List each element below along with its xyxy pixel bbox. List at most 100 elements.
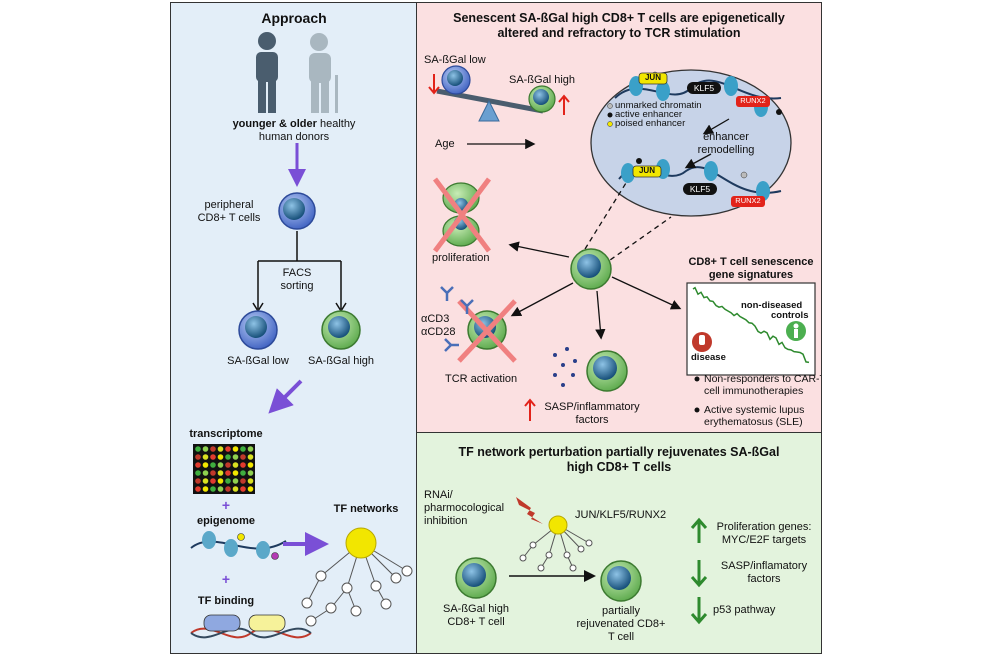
seesaw-low-label: SA-ßGal low (424, 54, 486, 66)
bullet (694, 407, 700, 413)
runx2-box (731, 196, 765, 207)
bullet2-text: Active systemic lupus (704, 404, 805, 416)
sa-bgal-low-cell (238, 310, 278, 350)
down-arrow-green (690, 560, 708, 588)
up-arrow-red (524, 398, 536, 421)
disease-icon (692, 332, 712, 352)
signatures-title: CD8+ T cell senescence (688, 256, 814, 268)
end-cell-label-line3: T cell (607, 631, 635, 643)
start-cell-label: SA-ßGal high (442, 603, 510, 615)
legend-active: active enhancer (615, 109, 683, 120)
sa-bgal-high-cell (321, 310, 361, 350)
rejuvenation-panel (417, 433, 821, 653)
facs-label-line2: sorting (280, 280, 314, 292)
facs-label: FACS (282, 267, 312, 279)
peripheral-cd8-cell (278, 192, 316, 230)
epigenome-chromatin-icon (190, 531, 287, 560)
rnai-label: RNAi/ (424, 489, 453, 501)
remodelling-label: enhancer (703, 131, 749, 143)
proliferation-label: proliferation (432, 252, 490, 264)
acd28-label: αCD28 (421, 326, 456, 338)
approach-title: Approach (261, 10, 327, 26)
sasp-label-line2: factors (575, 414, 609, 426)
prolif-genes-label: Proliferation genes: (716, 521, 812, 533)
nondiseased-label: non-diseased (741, 300, 803, 311)
runx2-label: RUNX2 (735, 196, 761, 205)
tf-binding-label: TF binding (197, 595, 255, 607)
jun-label: JUN (638, 166, 655, 175)
graphical-abstract: Approach younger & older healthy human d… (170, 2, 822, 654)
senescent-title-line2: altered and refractory to TCR stimulatio… (497, 26, 741, 40)
high-label: SA-ßGal high (307, 355, 375, 367)
tf-binding-dna-icon (190, 614, 312, 639)
up-arrow-red (558, 94, 570, 115)
purple-arrow (268, 379, 303, 414)
donors-label-line2: human donors (258, 131, 330, 143)
sasp-cell (586, 350, 628, 392)
end-cell-label-line2: rejuvenated CD8+ (576, 618, 666, 630)
start-cell-label-line2: CD8+ T cell (447, 616, 505, 628)
rejuvenation-title: TF network perturbation partially rejuve… (458, 445, 780, 459)
disease-label: disease (691, 352, 726, 363)
rejuvenation-title-line2: high CD8+ T cells (566, 460, 672, 474)
tcr-cell-crossed (457, 299, 517, 363)
legend-unmarked: unmarked chromatin (615, 100, 702, 111)
senescent-cell (570, 248, 612, 290)
plus-sign: + (221, 497, 231, 513)
rnai-label-line2: pharmocological (424, 502, 505, 514)
active-dot (607, 112, 613, 118)
down-arrow-red (428, 74, 440, 95)
bullet1-text-line2: cell immunotherapies (704, 385, 804, 397)
donors-label: younger & older healthy (232, 118, 356, 130)
sasp-dots (553, 347, 577, 387)
signatures-title-line2: gene signatures (708, 269, 794, 281)
age-label: Age (435, 138, 455, 150)
plus-sign: + (221, 571, 231, 587)
sasp-label: SASP/inflammatory (544, 401, 640, 413)
klf5-label: KLF5 (693, 83, 715, 93)
rnai-label-line3: inhibition (424, 515, 468, 527)
older-donor-icon (309, 33, 338, 113)
lightning-icon (516, 497, 543, 524)
rejuvenated-cell (600, 560, 642, 602)
tfs-label: JUN/KLF5/RUNX2 (575, 509, 667, 521)
younger-donor-icon (256, 32, 278, 113)
peripheral-label-line2: CD8+ T cells (197, 212, 261, 224)
klf5-label: KLF5 (689, 184, 711, 194)
epigenome-label: epigenome (196, 515, 256, 527)
p53-label: p53 pathway (713, 604, 776, 616)
runx2-label: RUNX2 (740, 96, 766, 105)
jun-label: JUN (644, 73, 661, 82)
runx2-box (736, 96, 770, 107)
acd3-label: αCD3 (421, 313, 450, 325)
tf-network-small-icon (519, 515, 593, 572)
controls-label: controls (771, 310, 809, 321)
end-cell-label: partially (602, 605, 640, 617)
poised-dot (607, 121, 613, 127)
peripheral-label: peripheral (204, 199, 254, 211)
bullet (694, 376, 700, 382)
diagram-graphics (190, 32, 816, 639)
enrichment-curve (692, 286, 810, 364)
up-arrow-green (690, 517, 708, 543)
bullet2-text-line2: erythematosus (SLE) (704, 416, 803, 428)
antibody-icons (440, 286, 474, 352)
klf5-box (683, 183, 717, 195)
unmarked-dot (607, 103, 613, 109)
senescent-title: Senescent SA-ßGal high CD8+ T cells are … (453, 11, 785, 25)
healthy-person-icon (786, 321, 806, 341)
klf5-box (687, 82, 721, 94)
transcriptome-label: transcriptome (189, 428, 263, 440)
tcr-activation-label: TCR activation (445, 373, 518, 385)
low-label: SA-ßGal low (227, 355, 289, 367)
jun-box (638, 72, 668, 85)
transcriptome-heatmap (193, 444, 255, 494)
remodelling-label-line2: remodelling (697, 144, 755, 156)
prolif-genes-label-line2: MYC/E2F targets (721, 534, 807, 546)
jun-box (632, 165, 662, 178)
sa-bgal-high-start-cell (455, 557, 497, 599)
bullet1-text: Non-responders to CAR-T (704, 373, 822, 385)
sasp-down-label: SASP/inflamatory (720, 560, 808, 572)
legend-poised: poised enhancer (615, 118, 686, 129)
seesaw-icon (436, 65, 556, 122)
